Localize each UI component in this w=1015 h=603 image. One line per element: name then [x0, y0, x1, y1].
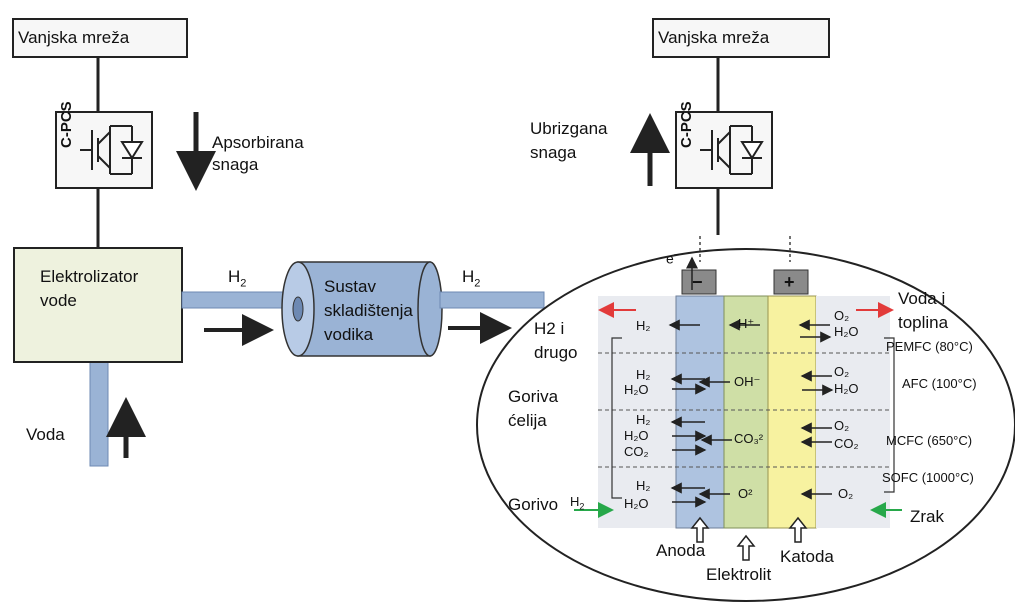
fuel-cell-label-1: Goriva	[508, 387, 559, 406]
left-pcs-label: C-PCS	[58, 101, 75, 148]
left-grid-label: Vanjska mreža	[18, 28, 130, 47]
electron-label: e−	[666, 250, 680, 267]
electrolyzer-label-2: vode	[40, 291, 77, 310]
fuel-bracket	[611, 337, 622, 499]
absorbed-power-label-1: Apsorbirana	[212, 133, 304, 152]
anode-layer	[675, 295, 725, 529]
ion-afc: OH⁻	[734, 374, 761, 389]
storage-label-2: skladištenja	[324, 301, 413, 320]
injected-power-label-1: Ubrizgana	[530, 119, 608, 138]
ion-mcfc: CO₃²	[734, 431, 764, 446]
h2-label-right: H2	[462, 267, 481, 290]
injected-power-label-2: snaga	[530, 143, 577, 162]
species-label: CO₂	[624, 444, 649, 459]
type-sofc: SOFC (1000°C)	[882, 470, 974, 485]
type-afc: AFC (100°C)	[902, 376, 977, 391]
species-label: O₂	[834, 308, 850, 323]
ion-sofc: O²	[738, 486, 753, 501]
electrolyzer-label-1: Elektrolizator	[40, 267, 139, 286]
species-label: H₂O	[834, 381, 859, 396]
left-grid-box	[12, 18, 188, 58]
anode-gas-zone	[598, 296, 676, 528]
type-mcfc: MCFC (650°C)	[886, 433, 973, 448]
water-pipe	[89, 361, 109, 467]
water-label: Voda	[26, 425, 65, 444]
right-grid-label: Vanjska mreža	[658, 28, 770, 47]
anode-label: Anoda	[656, 541, 706, 560]
storage-label-3: vodika	[324, 325, 374, 344]
left-igbt-icon	[80, 125, 144, 175]
reaction-arrows	[668, 319, 834, 508]
cathode-layer	[767, 295, 817, 529]
species-label: H₂O	[624, 382, 649, 397]
air-label: Zrak	[910, 507, 944, 526]
ion-pemfc: H⁺	[738, 316, 755, 331]
plus-sign: +	[784, 272, 795, 292]
electrolyte-layer	[723, 295, 769, 529]
electrolyzer-box	[13, 247, 183, 363]
water-heat-label-2: toplina	[898, 313, 949, 332]
species-label: H₂	[636, 318, 651, 333]
species-label: H₂	[636, 412, 651, 427]
right-grid-box	[652, 18, 830, 58]
type-pemfc: PEMFC (80°C)	[886, 339, 973, 354]
species-label: O₂	[838, 486, 854, 501]
type-bracket	[884, 337, 895, 493]
h2-other-label-2: drugo	[534, 343, 578, 362]
water-heat-label-1: Voda i	[898, 289, 946, 308]
right-igbt-icon	[700, 125, 764, 175]
storage-label-1: Sustav	[324, 277, 376, 296]
minus-sign: −	[692, 272, 703, 292]
right-pcs-label: C-PCS	[678, 101, 695, 148]
negative-terminal	[681, 269, 717, 295]
h2-label-left: H2	[228, 267, 247, 290]
species-label: CO₂	[834, 436, 859, 451]
electrolyte-label: Elektrolit	[706, 565, 772, 584]
cathode-label: Katoda	[780, 547, 834, 566]
species-label: H₂O	[624, 496, 649, 511]
storage-cylinder	[281, 261, 443, 357]
species-label: O₂	[834, 418, 850, 433]
fuel-cell-label-2: ćelija	[508, 411, 547, 430]
absorbed-power-label-2: snaga	[212, 155, 259, 174]
positive-terminal	[773, 269, 809, 295]
species-label: H₂O	[624, 428, 649, 443]
species-label: O₂	[834, 364, 850, 379]
species-label: H₂O	[834, 324, 859, 339]
fuel-h2-label: H2	[570, 494, 585, 512]
species-label: H₂	[636, 478, 651, 493]
layer-pointer-arrows	[690, 516, 808, 561]
h2-pipe-right	[439, 291, 545, 309]
species-label: H₂	[636, 367, 651, 382]
fuel-label: Gorivo	[508, 495, 559, 514]
h2-other-label-1: H2 i	[534, 319, 565, 338]
